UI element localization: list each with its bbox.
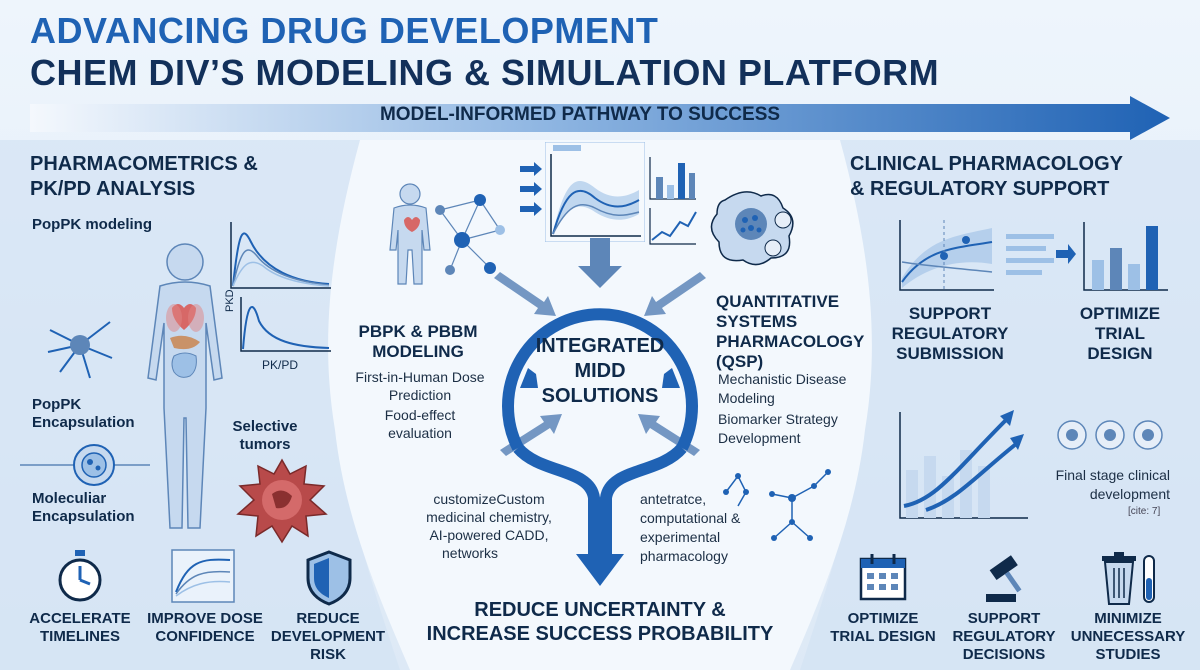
benefit-trial-design-label: OPTIMIZE TRIAL DESIGN — [830, 610, 936, 645]
bottom-left-text: customizeCustom medicinal chemistry, AI-… — [426, 491, 552, 561]
benefit-risk-label: REDUCE DEVELOPMENT RISK — [270, 610, 386, 663]
mini-line-chart — [649, 208, 697, 245]
regulatory-chart — [899, 220, 994, 291]
title-line1: ADVANCING DRUG DEVELOPMENT — [30, 10, 659, 51]
pbpk-items: First-in-Human Dose Prediction Food-effe… — [355, 369, 485, 441]
pkd-axis-label: PKD — [224, 289, 236, 312]
human-body-icon — [147, 243, 223, 529]
final-stage-label: Final stage clinical development — [1055, 467, 1170, 502]
popPK-encapsulation-label: PopPK Encapsulation — [32, 396, 135, 431]
core-label: INTEGRATED MIDD SOLUTIONS — [535, 335, 665, 407]
integrated-ring — [494, 238, 706, 586]
benefit-regulatory-label: SUPPORT REGULATORY DECISIONS — [952, 610, 1056, 663]
qsp-items: Mechanistic Disease Modeling Biomarker S… — [718, 371, 847, 446]
neuron-icon — [47, 321, 113, 379]
benefit-accelerate-label: ACCELERATE TIMELINES — [29, 610, 131, 645]
cells-cluster-icon — [710, 191, 794, 266]
cells-row-icon — [1057, 420, 1163, 450]
regulatory-arrow-icon — [1006, 234, 1076, 275]
pk-curve-chart — [230, 222, 331, 289]
popPK-modeling-label: PopPK modeling — [32, 216, 152, 233]
shield-icon — [306, 550, 352, 606]
right-heading: CLINICAL PHARMACOLOGY & REGULATORY SUPPO… — [850, 153, 1123, 200]
pkpd-axis-label: PK/PD — [262, 358, 299, 372]
pathway-arrow — [30, 96, 1170, 140]
trial-bar-chart — [1083, 222, 1168, 291]
left-heading: PHARMACOMETRICS & PK/PD ANALYSIS — [30, 153, 258, 200]
benefit-minimize-label: MINIMIZE UNNECESSARY STUDIES — [1070, 610, 1186, 663]
trash-icon — [1102, 552, 1155, 605]
organ-network-icon — [389, 183, 505, 285]
bottom-right-text: antetratce, computational & experimental… — [640, 491, 741, 564]
stopwatch-icon — [58, 550, 102, 602]
molecule-network-icon — [723, 469, 831, 541]
selective-tumors-label: Selective tumors — [232, 418, 298, 453]
title-line2: CHEM DIV’S MODELING & SIMULATION PLATFOR… — [30, 52, 940, 93]
pbpk-title: PBPK & PBBM MODELING — [358, 322, 478, 361]
simulation-chart — [545, 142, 645, 242]
gavel-icon — [986, 555, 1022, 602]
support-submission-label: SUPPORT REGULATORY SUBMISSION — [891, 304, 1009, 363]
banner-text: MODEL-INFORMED PATHWAY TO SUCCESS — [379, 104, 781, 125]
input-arrows-icon — [520, 162, 542, 216]
optimize-trial-label: OPTIMIZE TRIAL DESIGN — [1079, 304, 1161, 363]
qsp-title: QUANTITATIVE SYSTEMS PHARMACOLOGY (QSP) — [716, 292, 865, 371]
molecular-encapsulation-label: Moleculiar Encapsulation — [32, 490, 135, 525]
pkd-chart — [240, 297, 331, 352]
calendar-icon — [859, 554, 907, 601]
tumor-icon — [236, 458, 328, 544]
chart-icon — [171, 549, 235, 603]
citation: [cite: 7] — [1128, 506, 1161, 517]
growth-chart-icon — [899, 410, 1028, 519]
outcome-label: REDUCE UNCERTAINTY & INCREASE SUCCESS PR… — [426, 599, 774, 645]
benefit-dose-label: IMPROVE DOSE CONFIDENCE — [147, 610, 263, 645]
molecule-capsule-icon — [20, 444, 150, 486]
mini-bar-chart — [649, 157, 696, 200]
